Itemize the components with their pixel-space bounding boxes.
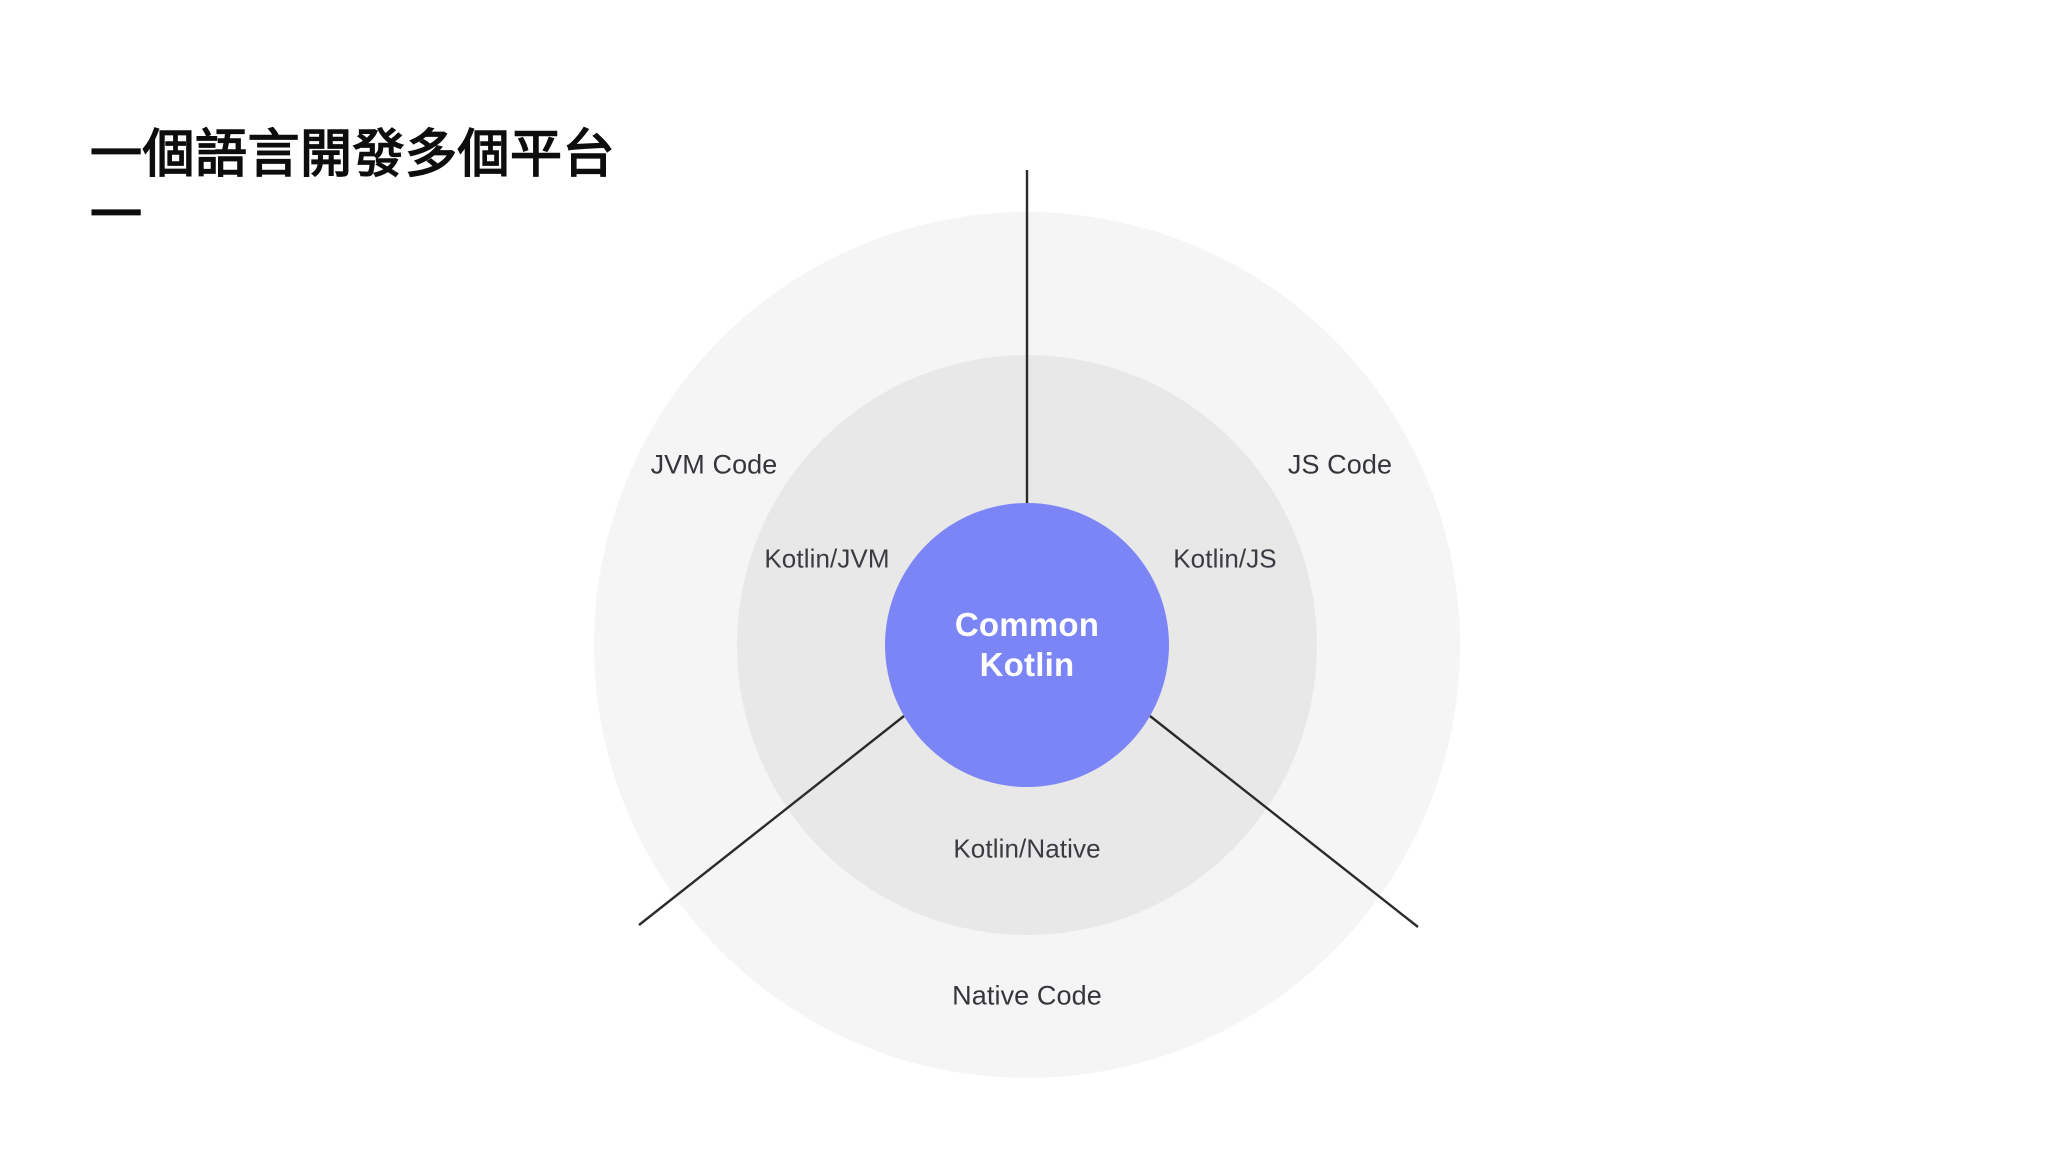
label-kotlin-jvm: Kotlin/JVM: [764, 543, 890, 574]
core-circle: [885, 503, 1169, 787]
core-label-line2: Kotlin: [979, 646, 1075, 683]
page-title: 一個語言開發多個平台 一: [90, 125, 616, 246]
core-label: Common Kotlin: [955, 605, 1099, 686]
label-jvm-code: JVM Code: [650, 449, 778, 480]
label-js-code: JS Code: [1287, 449, 1393, 480]
label-kotlin-native: Kotlin/Native: [953, 833, 1101, 864]
label-kotlin-js: Kotlin/JS: [1173, 543, 1277, 574]
divider-down-left-line: [638, 715, 905, 926]
core-label-line1: Common: [954, 605, 1100, 643]
label-native-code: Native Code: [952, 980, 1102, 1011]
divider-down-right-line: [1149, 715, 1419, 928]
